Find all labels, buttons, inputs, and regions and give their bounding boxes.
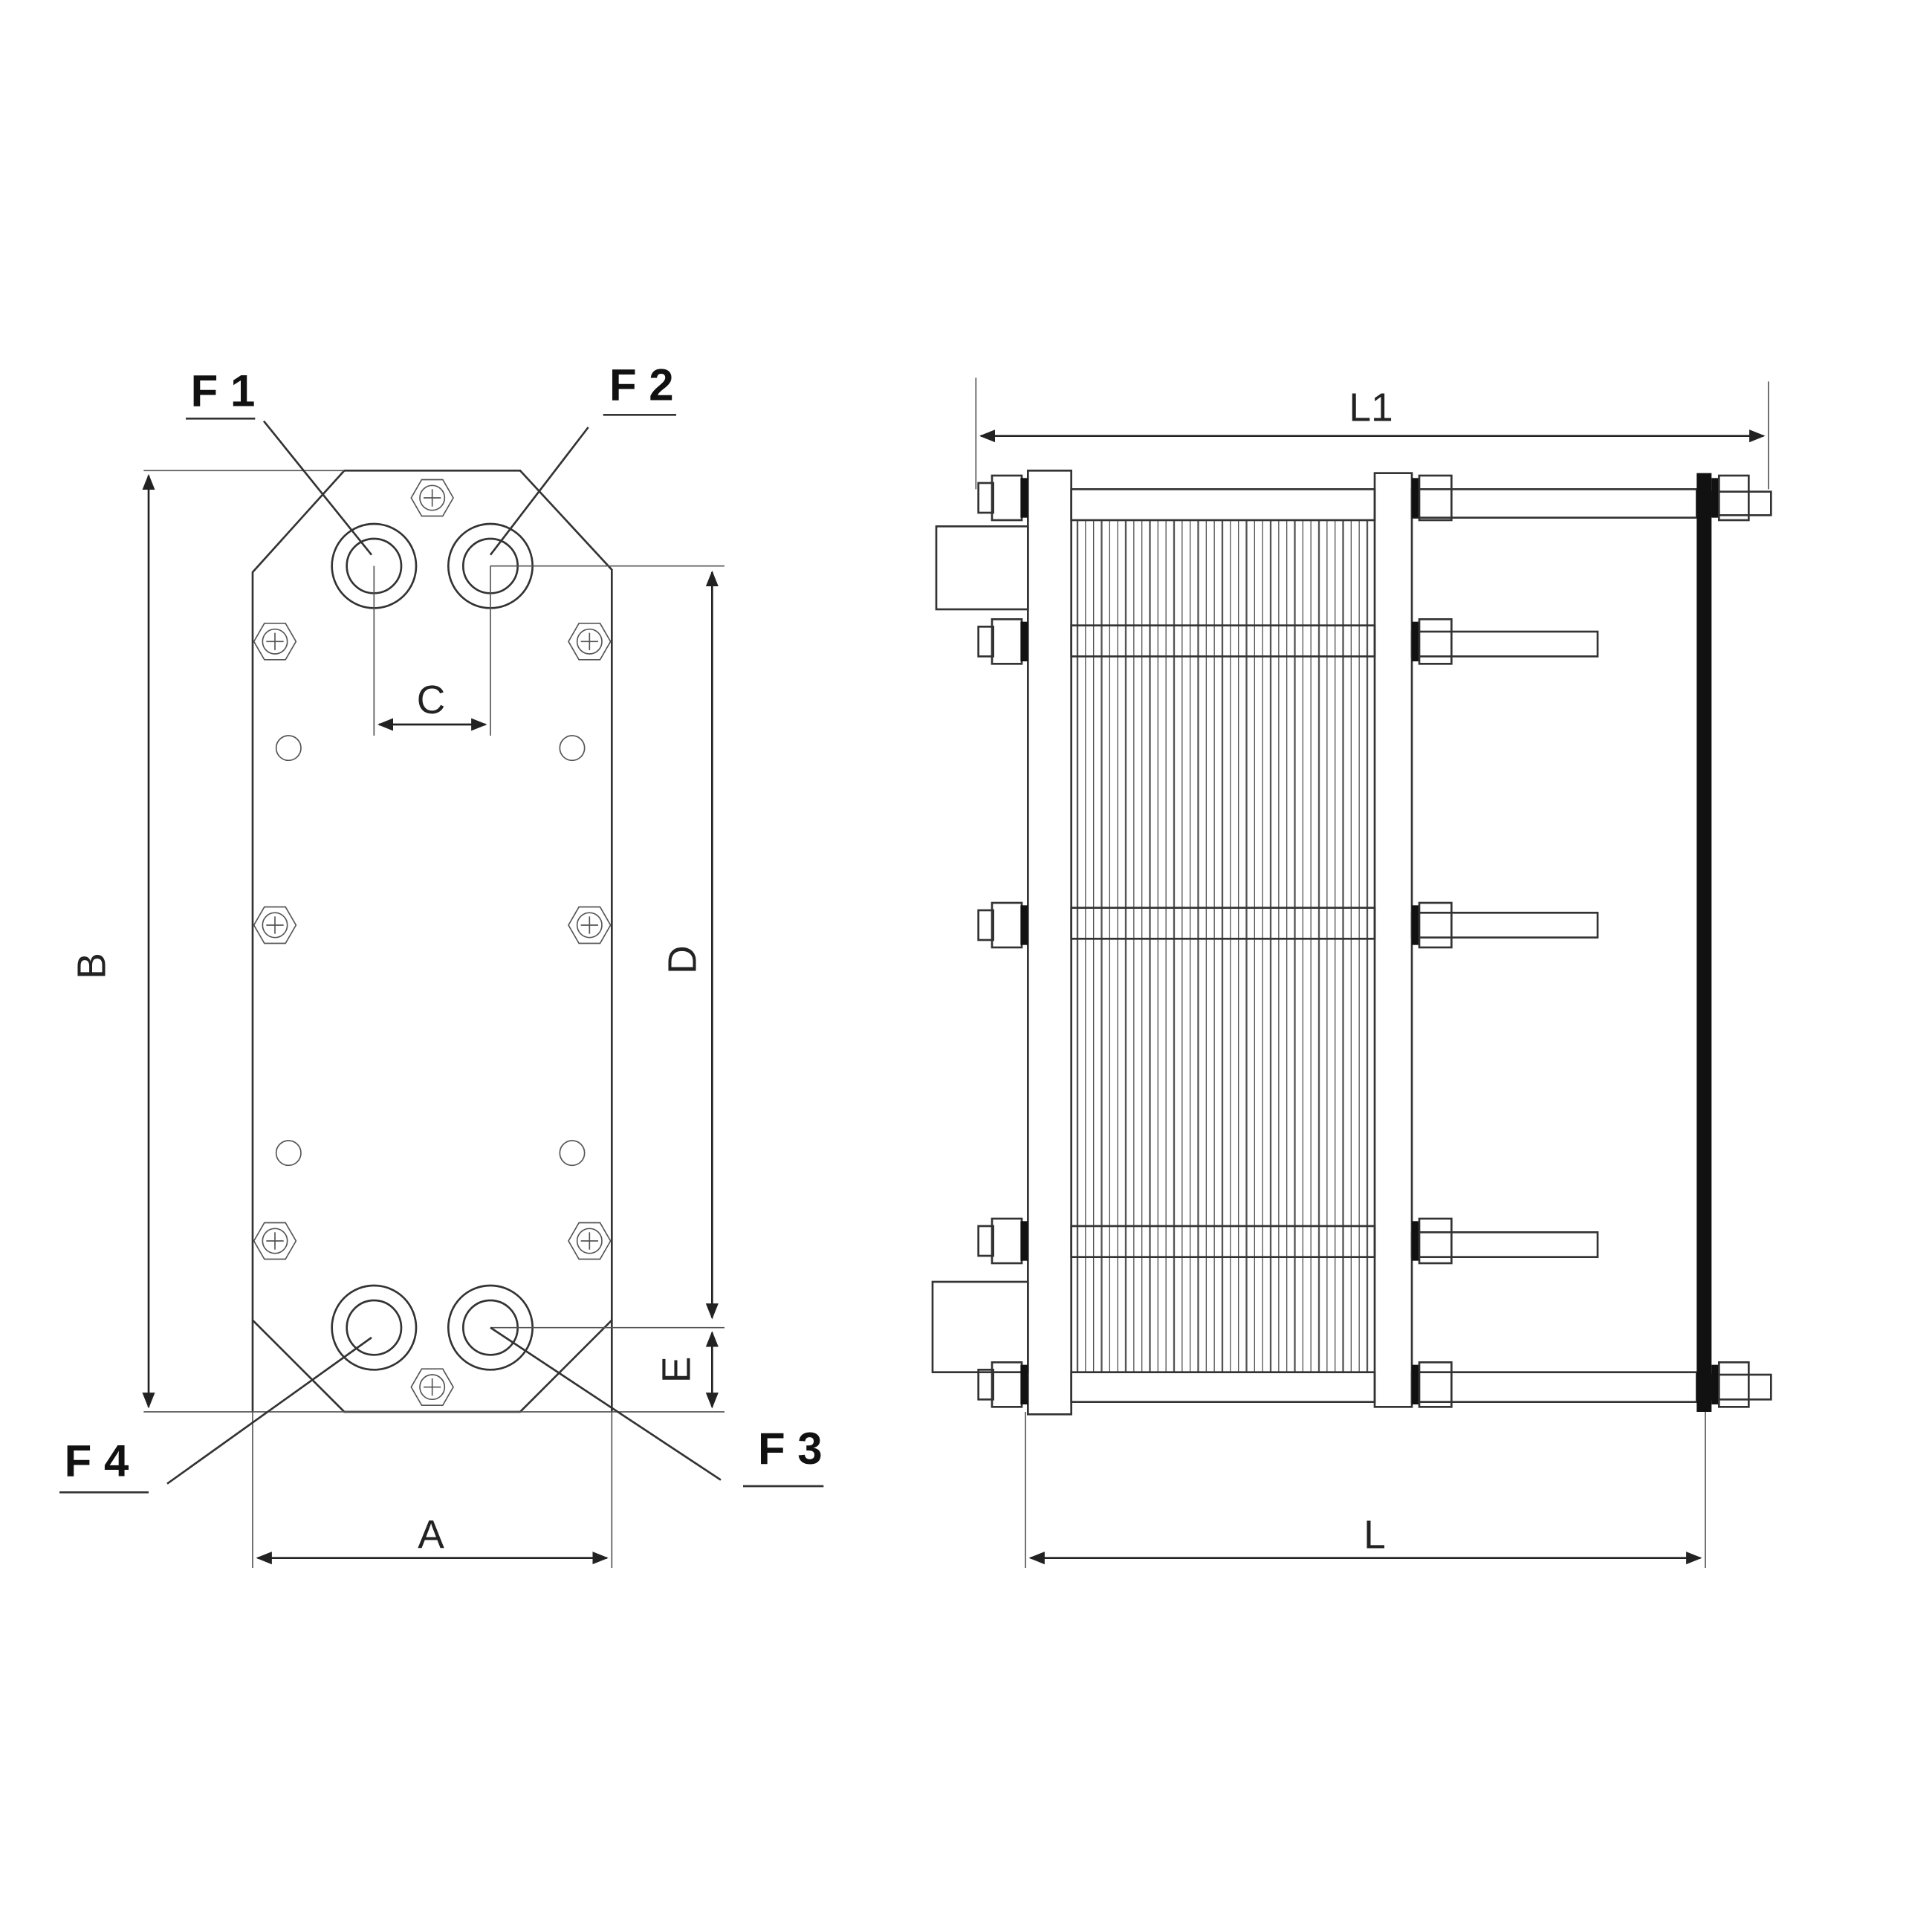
- nut-icon: [410, 1368, 454, 1406]
- carrying-bar: [1070, 488, 1376, 522]
- nut-icon: [991, 1361, 1023, 1408]
- bolt-circle: [576, 628, 603, 655]
- guide-hole: [275, 735, 302, 762]
- washer: [1412, 478, 1419, 518]
- bolt-end: [977, 482, 994, 514]
- connection-box-bottom: [931, 1280, 1029, 1374]
- dimension-e: E: [490, 1326, 724, 1413]
- nut-icon: [253, 622, 297, 661]
- carrying-bar: [1070, 1371, 1376, 1403]
- nut-icon: [1418, 474, 1453, 522]
- nut-icon: [568, 906, 612, 944]
- washer: [1412, 1221, 1419, 1261]
- bolt-circle: [262, 1228, 288, 1254]
- nut-icon: [568, 622, 612, 661]
- bolt-circle: [262, 912, 288, 939]
- svg-text:F 1: F 1: [191, 366, 256, 416]
- washer: [1412, 1364, 1419, 1404]
- dimension-d-label: D: [661, 945, 705, 974]
- nut-icon: [568, 1222, 612, 1260]
- bolt-nuts: [253, 479, 612, 1406]
- dimension-c: C: [373, 565, 491, 736]
- bolt-circle: [576, 1228, 603, 1254]
- washer: [1711, 478, 1719, 518]
- washer: [1020, 478, 1028, 518]
- tie-rod-end: [1711, 1373, 1772, 1401]
- tie-rod-end: [1711, 490, 1772, 516]
- tie-rod: [1410, 630, 1599, 658]
- guide-hole: [275, 1140, 302, 1167]
- guide-hole: [559, 1140, 586, 1167]
- dimension-a: A: [252, 1412, 613, 1568]
- dimension-l-label: L: [1364, 1513, 1386, 1557]
- washer: [1711, 1364, 1719, 1404]
- tie-rod: [1410, 1371, 1698, 1403]
- dimension-a-label: A: [418, 1513, 444, 1557]
- tie-rods: [1410, 488, 1772, 1403]
- nut-icon: [1418, 1361, 1453, 1408]
- bolt-end: [977, 909, 994, 941]
- nut-icon: [1718, 1361, 1750, 1408]
- dimension-l: L: [1025, 1412, 1706, 1568]
- dimension-b: B: [71, 470, 345, 1413]
- bolt-circle: [576, 912, 603, 939]
- port-label-f4: F 4: [59, 1336, 372, 1494]
- nut-icon: [1418, 618, 1453, 665]
- bolt-end: [977, 1369, 994, 1401]
- svg-text:F 2: F 2: [609, 360, 674, 409]
- nut-icon: [1418, 901, 1453, 949]
- nut-icon: [991, 1217, 1023, 1265]
- washer: [1020, 1364, 1028, 1404]
- front-view: B D E C A F 1: [59, 360, 824, 1568]
- bolt-circle: [419, 484, 446, 511]
- plate-pack: [1070, 488, 1376, 1403]
- guide-holes: [275, 735, 586, 1167]
- washer: [1412, 621, 1419, 661]
- port-inner-circle: [346, 1299, 403, 1356]
- washer: [1412, 905, 1419, 945]
- washer: [1020, 905, 1028, 945]
- dimension-l1: L1: [975, 377, 1769, 490]
- plate-outline: [251, 470, 613, 1413]
- side-nuts: [977, 474, 1750, 1408]
- washer: [1020, 1221, 1028, 1261]
- port-label-f1: F 1: [186, 366, 373, 556]
- dimension-e-label: E: [655, 1357, 698, 1384]
- port-label-f2: F 2: [489, 360, 676, 556]
- connection-box-top: [935, 525, 1029, 611]
- svg-text:F 3: F 3: [758, 1424, 823, 1474]
- port-outer-circle: [331, 1284, 418, 1371]
- tie-rod: [1410, 1231, 1599, 1258]
- frame-plate: [1027, 470, 1072, 1416]
- bolt-circle: [419, 1374, 446, 1401]
- nut-icon: [991, 474, 1023, 522]
- dimension-d: D: [490, 565, 724, 1320]
- tie-rod: [1410, 488, 1698, 519]
- guide-hole: [559, 735, 586, 762]
- svg-text:F 4: F 4: [65, 1436, 129, 1486]
- bolt-end: [977, 626, 994, 658]
- bolt-end: [977, 1225, 994, 1257]
- port-circles: [331, 522, 534, 1371]
- bolt-circle: [262, 628, 288, 655]
- nut-icon: [410, 479, 454, 517]
- washer: [1020, 621, 1028, 661]
- dimension-c-label: C: [417, 678, 446, 722]
- port-label-f3: F 3: [490, 1326, 824, 1488]
- nut-icon: [253, 906, 297, 944]
- side-view: L1 L: [931, 377, 1772, 1568]
- nut-icon: [991, 618, 1023, 665]
- nut-icon: [1418, 1217, 1453, 1265]
- nut-icon: [1718, 474, 1750, 522]
- end-support: [1696, 473, 1712, 1412]
- dimension-b-label: B: [71, 953, 114, 979]
- nut-icon: [991, 901, 1023, 949]
- pressure-plate: [1373, 472, 1413, 1408]
- nut-icon: [253, 1222, 297, 1260]
- dimension-l1-label: L1: [1349, 386, 1393, 430]
- tie-rod: [1410, 912, 1599, 939]
